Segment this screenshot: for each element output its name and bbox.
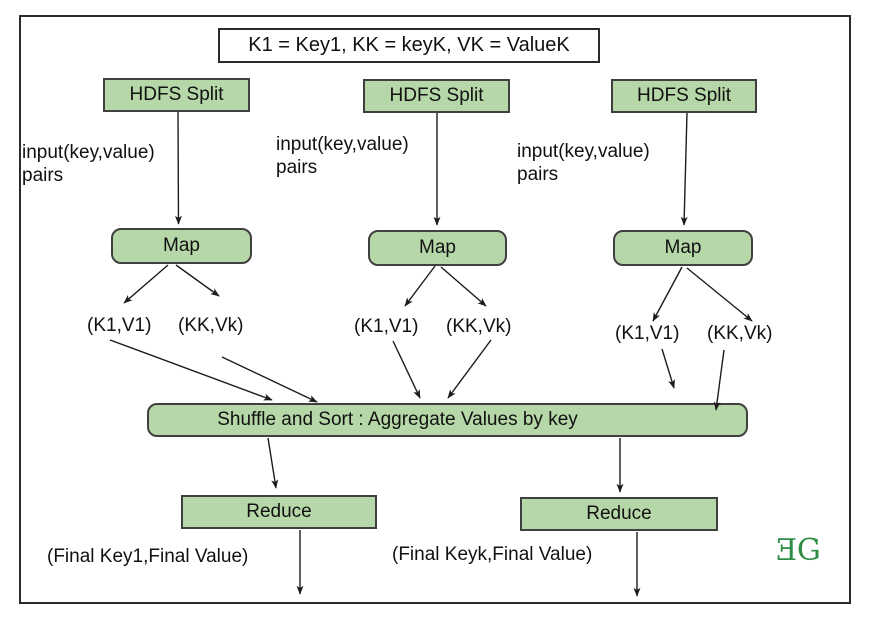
hdfs-split-box-2: HDFS Split (363, 79, 510, 113)
hdfs-split-box-3: HDFS Split (611, 79, 757, 113)
input-pairs-line1: input(key,value) (276, 134, 409, 155)
pair-label-kkvk-2: (KK,Vk) (446, 316, 512, 337)
legend-box: K1 = Key1, KK = keyK, VK = ValueK (218, 28, 600, 63)
final-output-label-2: (Final Keyk,Final Value) (392, 544, 593, 565)
hdfs-split-box-1: HDFS Split (103, 78, 250, 112)
input-pairs-label-3: input(key,value) pairs (517, 140, 650, 186)
map-label: Map (419, 237, 456, 258)
hdfs-split-label: HDFS Split (389, 85, 484, 106)
geeksforgeeks-logo-icon: ƎG (776, 533, 821, 568)
reduce-box-2: Reduce (520, 497, 718, 531)
map-box-3: Map (613, 230, 753, 266)
hdfs-split-label: HDFS Split (129, 84, 224, 105)
input-pairs-line1: input(key,value) (517, 141, 650, 162)
reduce-label: Reduce (246, 501, 312, 522)
map-box-1: Map (111, 228, 252, 264)
input-pairs-label-1: input(key,value) pairs (22, 141, 155, 187)
input-pairs-line1: input(key,value) (22, 142, 155, 163)
map-box-2: Map (368, 230, 507, 266)
input-pairs-label-2: input(key,value) pairs (276, 133, 409, 179)
final-output-label-1: (Final Key1,Final Value) (47, 546, 249, 567)
shuffle-sort-label: Shuffle and Sort : Aggregate Values by k… (217, 409, 578, 430)
map-label: Map (163, 235, 200, 256)
pair-label-kkvk-1: (KK,Vk) (178, 315, 244, 336)
input-pairs-line2: pairs (276, 157, 318, 178)
input-pairs-line2: pairs (22, 165, 64, 186)
legend-text: K1 = Key1, KK = keyK, VK = ValueK (248, 34, 570, 56)
input-pairs-line2: pairs (517, 164, 559, 185)
shuffle-sort-box: Shuffle and Sort : Aggregate Values by k… (147, 403, 748, 437)
reduce-box-1: Reduce (181, 495, 377, 529)
map-label: Map (664, 237, 702, 258)
pair-label-kkvk-3: (KK,Vk) (707, 323, 773, 344)
pair-label-k1v1-1: (K1,V1) (87, 315, 152, 336)
reduce-label: Reduce (586, 503, 652, 524)
pair-label-k1v1-2: (K1,V1) (354, 316, 419, 337)
diagram-border (19, 15, 851, 604)
pair-label-k1v1-3: (K1,V1) (615, 323, 680, 344)
hdfs-split-label: HDFS Split (637, 85, 731, 106)
